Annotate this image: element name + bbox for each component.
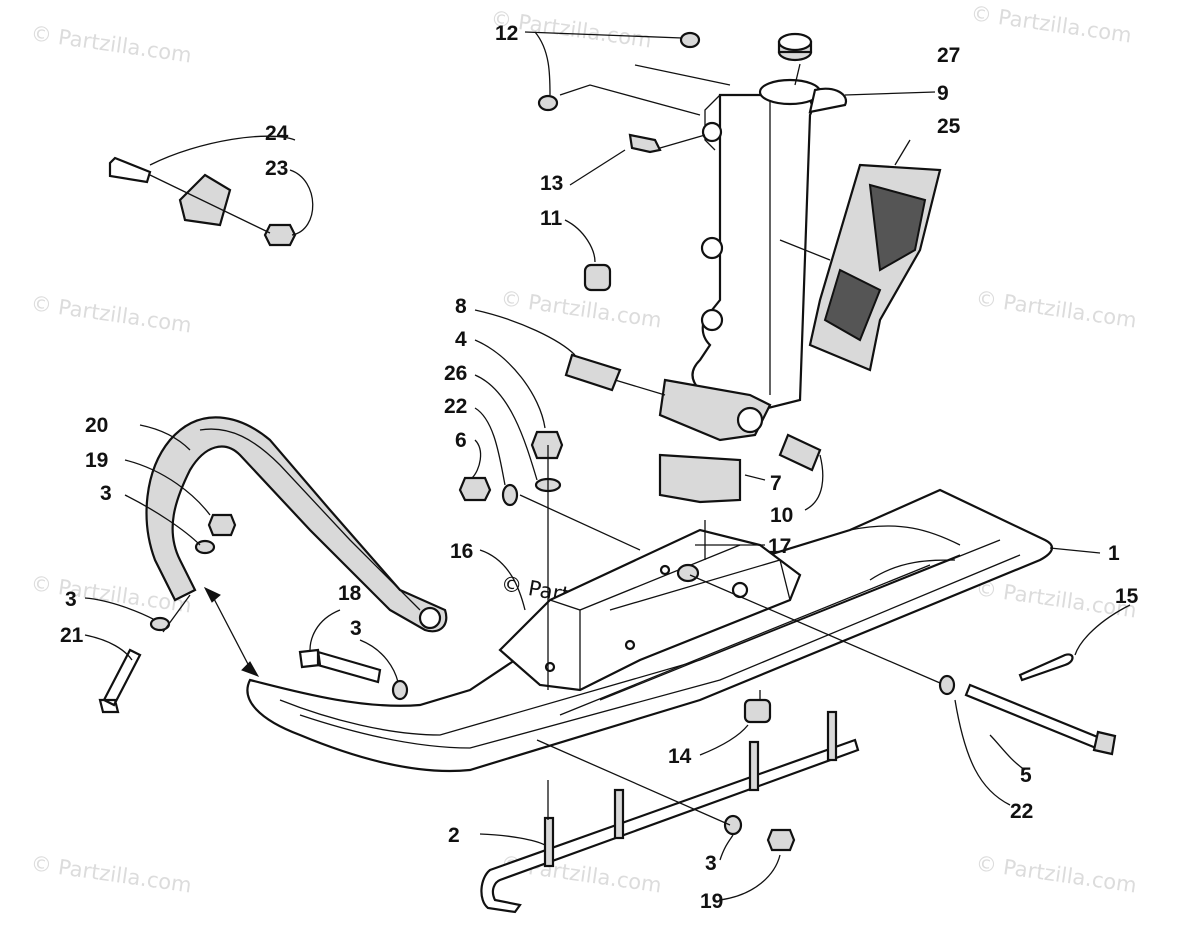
callout-19a: 19 [85,449,108,472]
nut-12a [679,31,701,49]
watermark: © Partzilla.com [974,851,1138,897]
callout-24: 24 [265,122,289,145]
callout-15: 15 [1115,585,1139,608]
callout-25: 25 [937,115,961,138]
nut-19b [766,828,796,852]
callout-13: 13 [540,172,563,195]
callout-18: 18 [338,582,362,605]
callout-7: 7 [770,472,782,495]
bolt-5 [964,683,1102,750]
bushing-8 [564,353,622,392]
callout-12: 12 [495,22,518,45]
bolt-24 [108,156,152,184]
callout-20: 20 [85,414,108,437]
nut-19a [207,513,237,537]
nut-23 [263,223,297,247]
ski-loop-part [145,416,448,633]
washer-22b [938,674,956,696]
watermark: © Partzilla.com [29,21,193,67]
svg-text:© Partzilla.com: © Partzilla.com [29,21,193,67]
leader-lines [84,31,1131,901]
callout-6: 6 [455,429,467,452]
runner-part [480,710,860,914]
callout-26: 26 [444,362,467,385]
callout-2: 2 [448,824,460,847]
callout-16: 16 [450,540,473,563]
callout-17: 17 [768,535,791,558]
washer-22 [501,483,519,507]
callout-22b: 22 [1010,800,1033,823]
watermark: © Partzilla.com [969,1,1133,47]
callout-labels: 12 27 9 25 24 23 13 11 8 4 26 22 6 20 19… [60,22,1139,913]
washer-3a [194,539,216,555]
bushing-10 [778,433,822,472]
svg-text:© Partzilla.com: © Partzilla.com [974,576,1138,622]
svg-text:© Partzilla.com: © Partzilla.com [969,1,1133,47]
washer-17 [676,563,700,583]
bushing-11 [583,263,612,292]
spacer-14 [743,698,772,724]
callout-10: 10 [770,504,793,527]
callout-9: 9 [937,82,949,105]
callout-1: 1 [1108,542,1120,565]
callout-14: 14 [668,745,692,768]
hardware-parts [98,31,1117,852]
svg-text:© Partzilla.com: © Partzilla.com [29,291,193,337]
nut-12b [537,94,559,112]
callout-27: 27 [937,44,960,67]
callout-4: 4 [455,328,467,351]
callout-22a: 22 [444,395,467,418]
watermark: © Partzilla.com [29,291,193,337]
callout-3b: 3 [350,617,362,640]
callout-3c: 3 [705,852,717,875]
washer-3d [723,814,743,836]
callout-3a: 3 [100,482,112,505]
nut-6 [458,476,492,502]
bolt-18 [298,648,382,684]
spindle-part [658,32,848,442]
washer-3c [391,679,409,701]
svg-text:© Partzilla.com: © Partzilla.com [29,851,193,897]
damper-7 [658,453,742,504]
svg-text:© Partzilla.com: © Partzilla.com [974,851,1138,897]
svg-text:© Partzilla.com: © Partzilla.com [974,286,1138,332]
watermark: © Partzilla.com [974,286,1138,332]
callout-8: 8 [455,295,467,318]
callout-11: 11 [540,207,563,230]
decal-part [808,163,942,372]
watermark: © Partzilla.com [974,576,1138,622]
callout-19b: 19 [700,890,723,913]
watermark: © Partzilla.com [29,851,193,897]
nut-4 [530,430,564,460]
callout-3d: 3 [65,588,77,611]
cotter-pin-15 [1018,653,1074,682]
callout-5: 5 [1020,764,1032,787]
callout-21: 21 [60,624,84,647]
bracket-23 [178,173,232,227]
zerk-13 [628,133,662,154]
bolt-21 [98,648,142,714]
callout-23: 23 [265,157,288,180]
